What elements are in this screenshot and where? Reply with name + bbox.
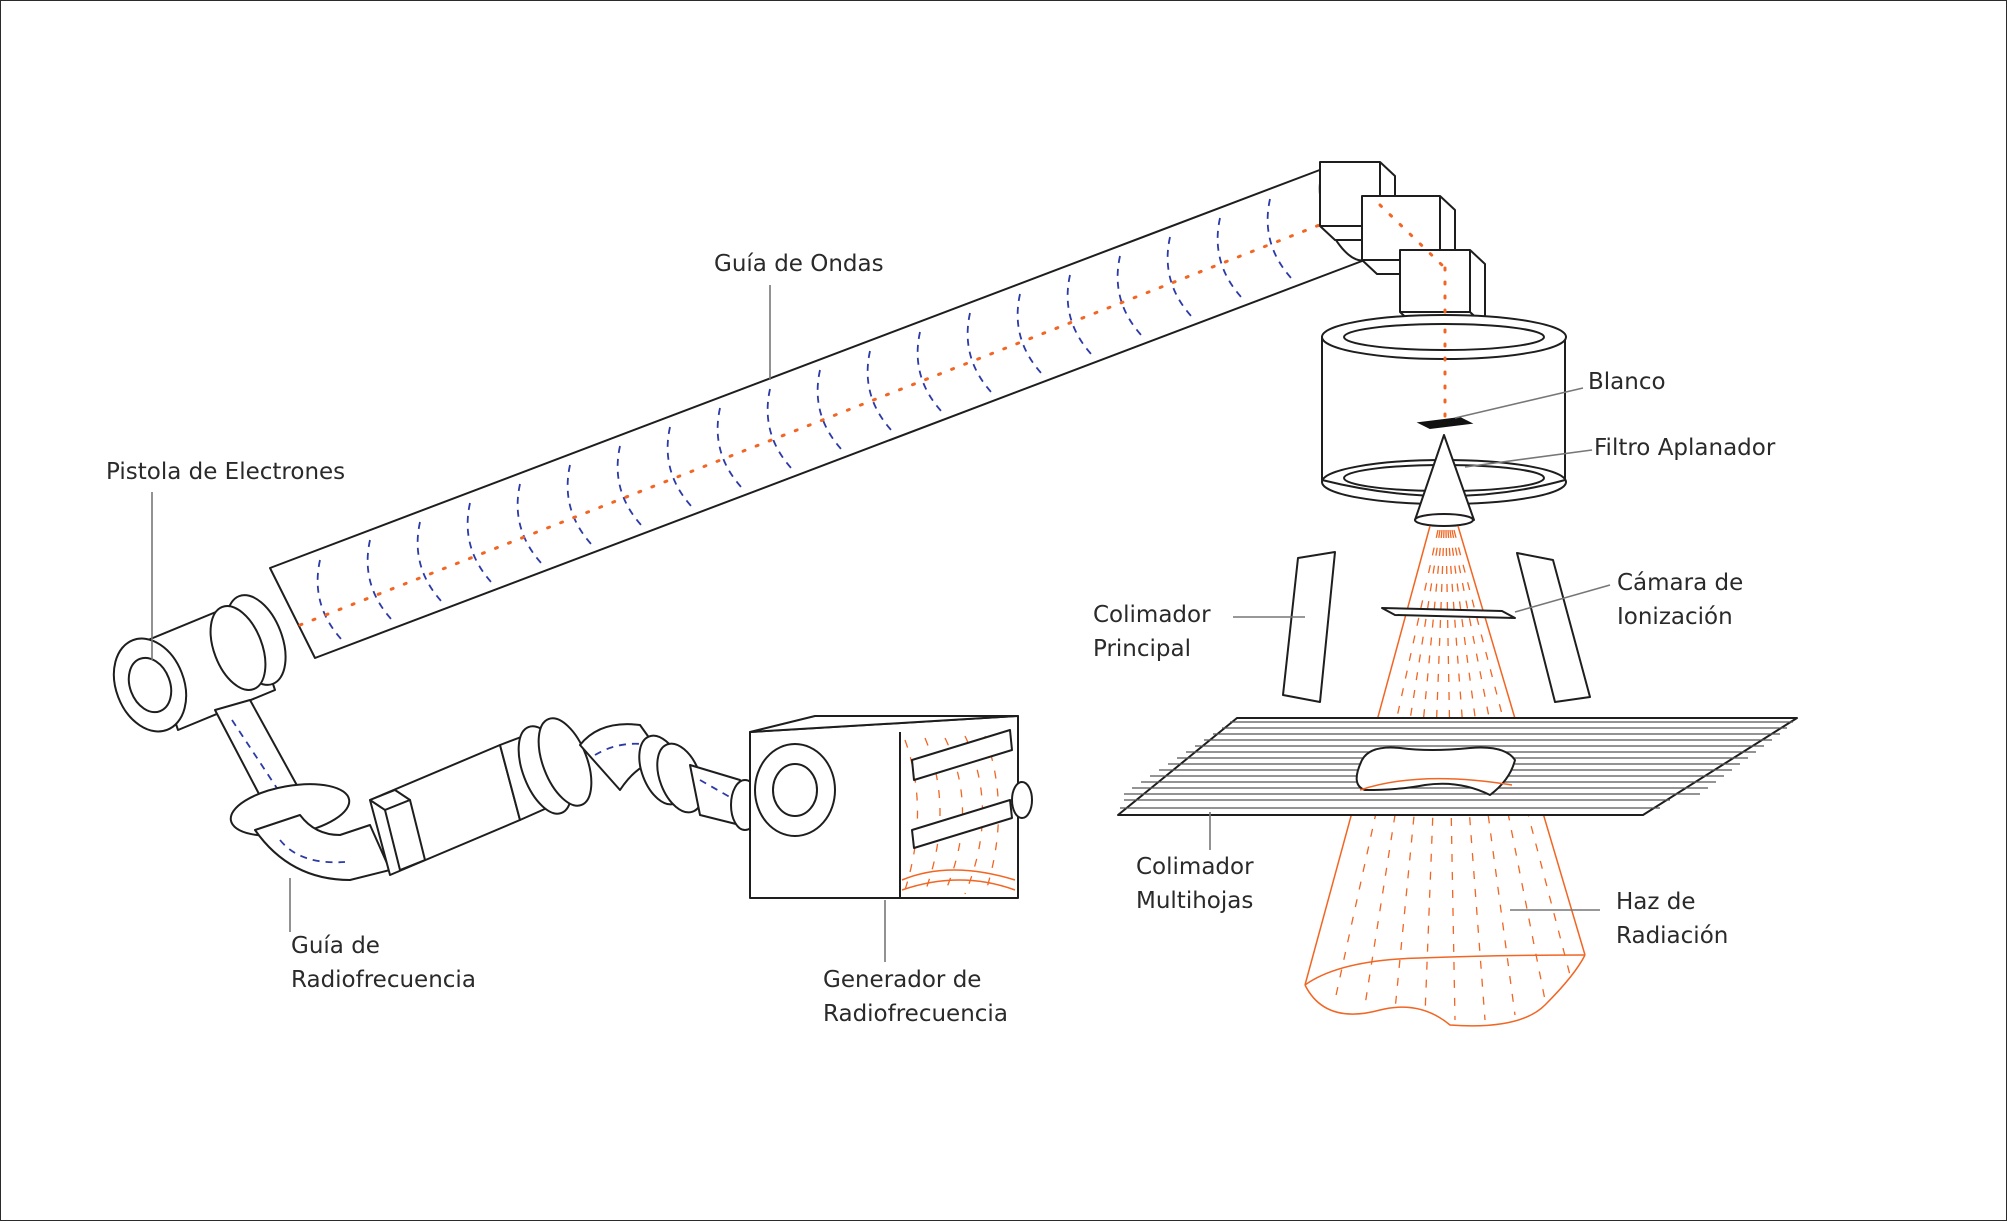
target-plate (1416, 416, 1474, 430)
label-rf-guide-1: Guía de (291, 933, 380, 959)
electron-gun (112, 594, 287, 733)
label-mlc-1: Colimador (1136, 854, 1254, 880)
label-ion-chamber-1: Cámara de (1617, 570, 1743, 596)
label-flattening-filter: Filtro Aplanador (1594, 435, 1776, 461)
multileaf-collimator (1117, 717, 1798, 816)
label-target: Blanco (1588, 369, 1666, 395)
primary-collimator (1282, 551, 1591, 703)
bending-magnet (1319, 161, 1486, 327)
electron-beam (298, 213, 1347, 627)
label-primary-collimator-1: Colimador (1093, 602, 1211, 628)
treatment-head (1321, 314, 1567, 527)
label-rf-gen-1: Generador de (823, 967, 981, 993)
leader-lines (151, 285, 1611, 962)
label-ion-chamber-2: Ionización (1617, 604, 1733, 630)
label-mlc-2: Multihojas (1136, 888, 1253, 914)
rf-guide (214, 699, 760, 881)
label-rf-gen-2: Radiofrecuencia (823, 1001, 1008, 1027)
label-waveguide: Guía de Ondas (714, 251, 884, 277)
label-beam-2: Radiación (1616, 923, 1728, 949)
label-electron-gun: Pistola de Electrones (106, 459, 345, 485)
ionization-chamber (1381, 607, 1516, 619)
rf-generator (749, 715, 1033, 899)
label-rf-guide-2: Radiofrecuencia (291, 967, 476, 993)
waveguide (269, 164, 1376, 659)
label-primary-collimator-2: Principal (1093, 636, 1191, 662)
label-beam-1: Haz de (1616, 889, 1696, 915)
labels: Pistola de Electrones Guía de Ondas Blan… (106, 251, 1776, 1027)
waveguide-wave-rings (316, 198, 1293, 641)
